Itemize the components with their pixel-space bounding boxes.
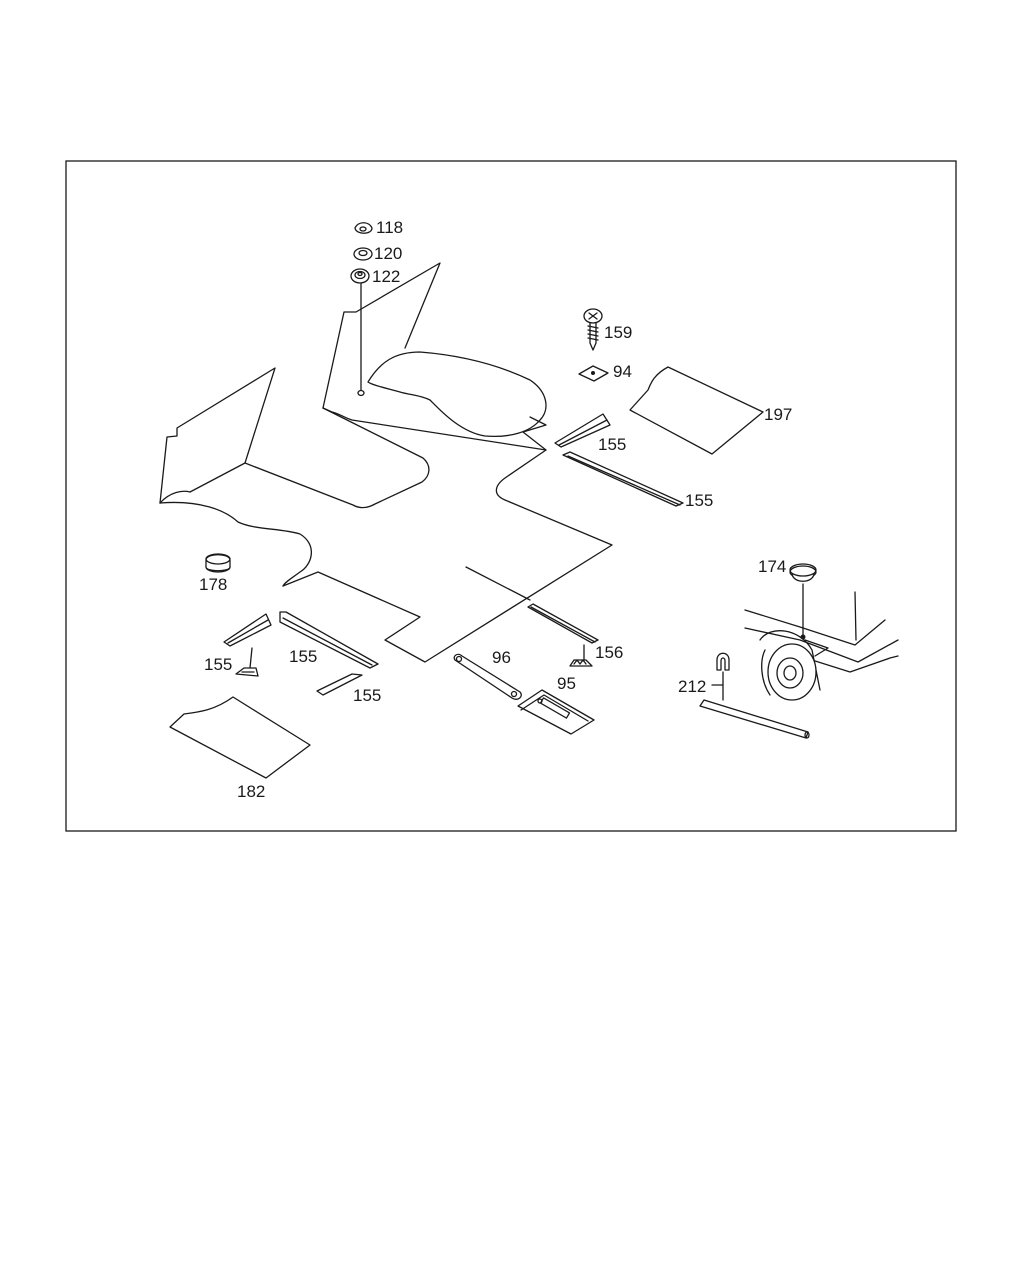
callout-94: 94 — [613, 362, 632, 381]
washer-120 — [353, 247, 373, 261]
grommet-122 — [350, 268, 370, 284]
callout-155-upper-right: 155 — [598, 435, 626, 454]
callout-197: 197 — [764, 405, 792, 424]
clip-156 — [569, 659, 593, 667]
callout-212: 212 — [678, 677, 706, 696]
callout-155-left-short: 155 — [204, 655, 232, 674]
callout-159: 159 — [604, 323, 632, 342]
callout-155-lower-right: 155 — [685, 491, 713, 510]
clip-212 — [716, 652, 730, 671]
callout-174: 174 — [758, 557, 786, 576]
mat-piece-197 — [629, 366, 764, 455]
callout-155-left-bottom: 155 — [353, 686, 381, 705]
floor-mat — [159, 262, 613, 663]
callout-156: 156 — [595, 643, 623, 662]
callout-95: 95 — [557, 674, 576, 693]
screw-159 — [583, 308, 603, 351]
clip-94 — [578, 365, 609, 382]
callout-155-left-long: 155 — [289, 647, 317, 666]
clip-155-left — [235, 667, 259, 677]
strip-155-upper-right — [554, 413, 611, 448]
strip-155-lower-right — [562, 451, 684, 507]
plug-174 — [789, 563, 817, 582]
plug-178 — [205, 553, 231, 573]
rod-212 — [699, 699, 810, 739]
strip-155-left-long — [279, 611, 379, 669]
callout-122: 122 — [372, 267, 400, 286]
diagram-frame — [65, 160, 957, 832]
strip-155-left-short — [223, 613, 272, 647]
mat-piece-182 — [169, 696, 311, 779]
callout-178: 178 — [199, 575, 227, 594]
callout-182: 182 — [237, 782, 265, 801]
strip-156 — [527, 603, 599, 644]
fastener-118 — [354, 222, 373, 234]
leader-155-left — [249, 647, 253, 669]
callout-96: 96 — [492, 648, 511, 667]
callout-120: 120 — [374, 244, 402, 263]
car-rear-view — [744, 591, 899, 701]
strip-155-left-bottom — [316, 673, 363, 696]
strap-96 — [453, 653, 522, 700]
plate-95 — [517, 689, 595, 735]
callout-118: 118 — [376, 218, 403, 237]
